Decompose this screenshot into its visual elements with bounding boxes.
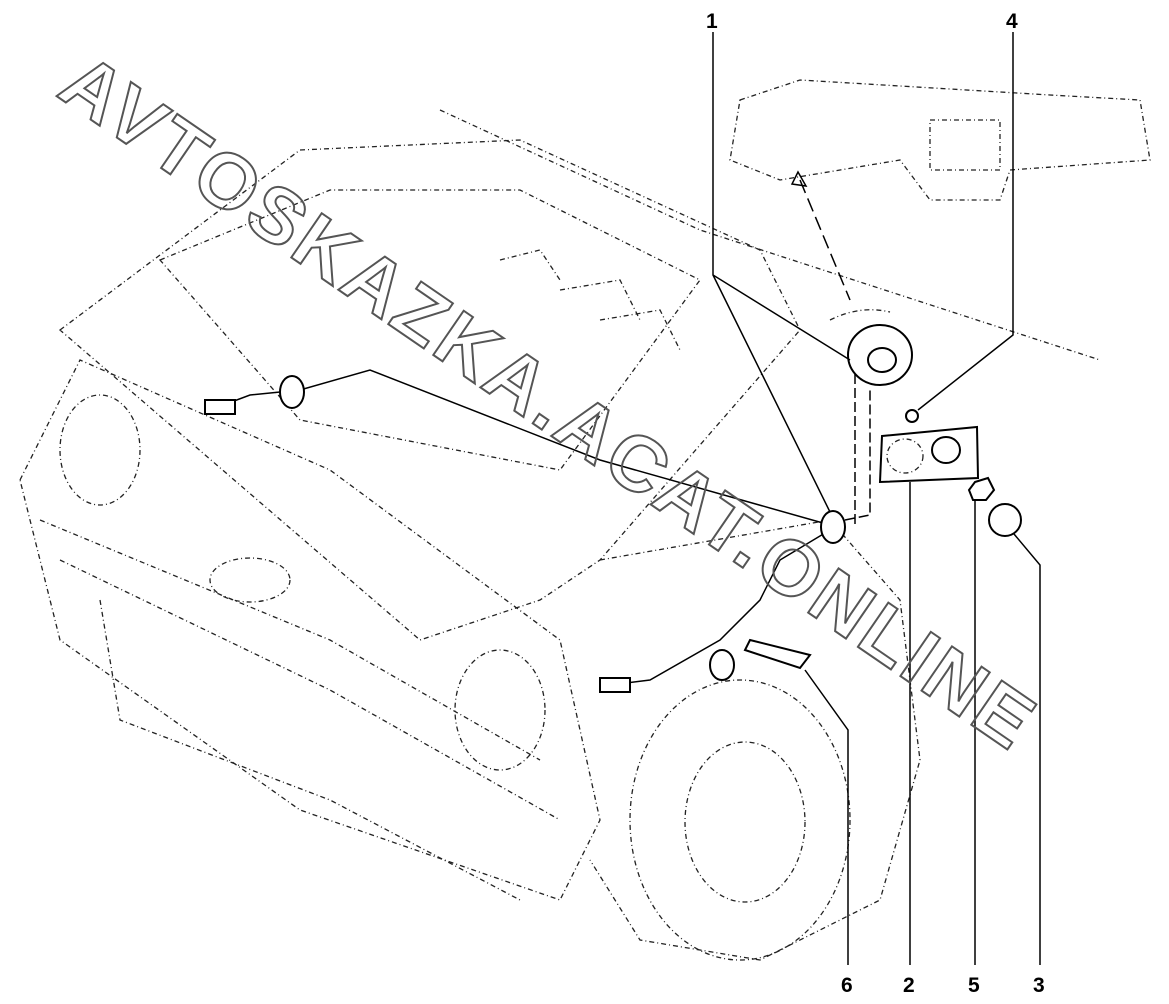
callout-3: 3 bbox=[1033, 974, 1045, 997]
leader-lines bbox=[712, 32, 1041, 965]
callout-5: 5 bbox=[968, 974, 980, 997]
cable-clip bbox=[743, 638, 812, 670]
callout-6: 6 bbox=[841, 974, 853, 997]
watermark: AVTOSKAZKA.ACAT.ONLINE bbox=[45, 36, 1053, 767]
washer-4 bbox=[905, 409, 919, 423]
switch-assembly bbox=[829, 309, 1022, 537]
grommet bbox=[820, 510, 846, 544]
callout-4: 4 bbox=[1006, 10, 1018, 33]
callout-1: 1 bbox=[706, 10, 718, 33]
knob-3 bbox=[988, 503, 1022, 537]
wiring-harness bbox=[204, 360, 871, 693]
panel-plate-2 bbox=[878, 425, 980, 484]
callout-2: 2 bbox=[903, 974, 915, 997]
vehicle-outline bbox=[19, 79, 1151, 961]
nut-5 bbox=[967, 476, 996, 501]
